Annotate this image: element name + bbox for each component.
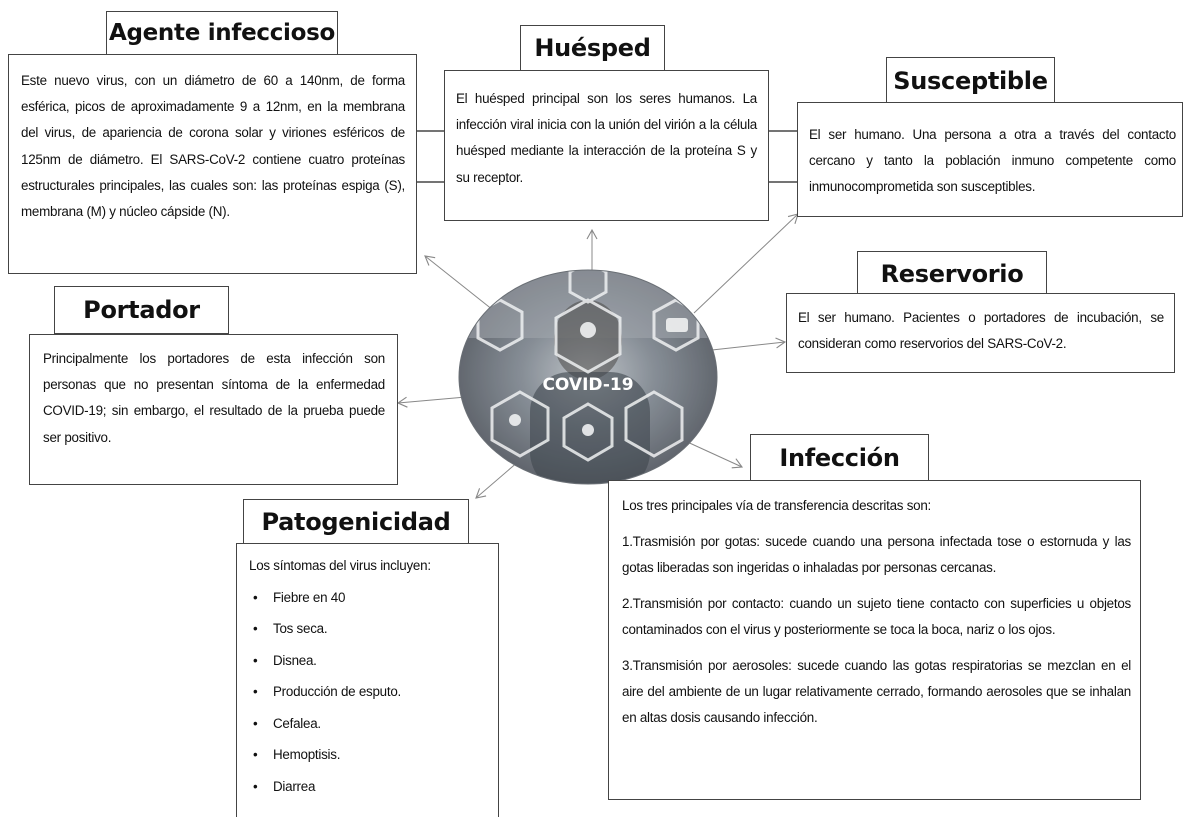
reservorio-text: El ser humano. Pacientes o portadores de… <box>798 310 1164 352</box>
arrow-to-agente <box>424 255 499 315</box>
symptom-item: Producción de esputo. <box>249 679 490 706</box>
agente-title: Agente infeccioso <box>106 11 338 55</box>
symptom-item: Fiebre en 40 <box>249 585 490 612</box>
infeccion-title: Infección <box>750 434 929 482</box>
infeccion-box: Los tres principales vía de transferenci… <box>608 480 1141 800</box>
symptom-item: Tos seca. <box>249 616 490 643</box>
reservorio-title: Reservorio <box>857 251 1047 296</box>
patogenicidad-title: Patogenicidad <box>243 499 469 545</box>
arrow-to-portador <box>396 396 467 408</box>
reservorio-box: El ser humano. Pacientes o portadores de… <box>786 293 1175 373</box>
infeccion-intro: Los tres principales vía de transferenci… <box>622 498 932 513</box>
symptom-item: Disnea. <box>249 648 490 675</box>
arrow-to-susceptible <box>693 213 799 314</box>
portador-text: Principalmente los portadores de esta in… <box>43 351 385 445</box>
huesped-box: El huésped principal son los seres human… <box>444 70 769 221</box>
infeccion-item-2: 2.Transmisión por contacto: cuando un su… <box>622 596 1131 637</box>
agente-box: Este nuevo virus, con un diámetro de 60 … <box>8 54 417 274</box>
covid-center-outline <box>458 269 718 485</box>
portador-title: Portador <box>54 286 229 334</box>
covid-center-image: COVID-19 <box>459 270 717 484</box>
patogenicidad-intro: Los síntomas del virus incluyen: <box>249 558 431 573</box>
huesped-title: Huésped <box>520 25 665 71</box>
covid-label: COVID-19 <box>542 375 633 395</box>
agente-text: Este nuevo virus, con un diámetro de 60 … <box>21 73 405 220</box>
patogenicidad-box: Los síntomas del virus incluyen: Fiebre … <box>236 543 499 817</box>
symptom-list: Fiebre en 40 Tos seca. Disnea. Producció… <box>249 585 490 801</box>
infeccion-item-1: 1.Trasmisión por gotas: sucede cuando un… <box>622 534 1131 575</box>
arrow-to-reservorio <box>711 337 787 351</box>
symptom-item: Diarrea <box>249 774 490 801</box>
arrow-lines <box>396 213 799 499</box>
huesped-text: El huésped principal son los seres human… <box>456 91 757 185</box>
susceptible-title: Susceptible <box>886 57 1055 104</box>
infeccion-item-3: 3.Transmisión por aerosoles: sucede cuan… <box>622 658 1131 725</box>
portador-box: Principalmente los portadores de esta in… <box>29 334 398 485</box>
arrow-to-patogenicidad <box>475 460 520 499</box>
symptom-item: Hemoptisis. <box>249 742 490 769</box>
susceptible-box: El ser humano. Una persona a otra a trav… <box>797 102 1183 217</box>
arrow-to-infeccion <box>682 439 744 469</box>
susceptible-text: El ser humano. Una persona a otra a trav… <box>809 127 1176 195</box>
connector-bracket-lines <box>416 130 797 183</box>
symptom-item: Cefalea. <box>249 711 490 738</box>
